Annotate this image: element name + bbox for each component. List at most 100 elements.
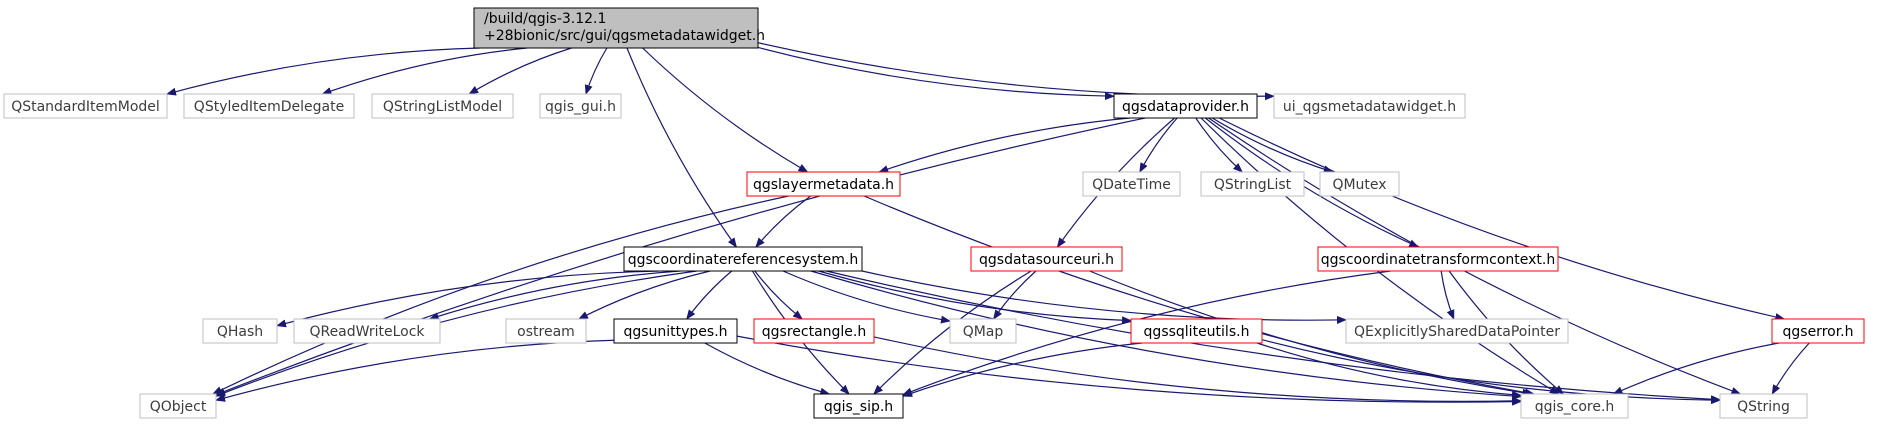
edge-qgsdataprovider-to-qstringlist	[1195, 117, 1243, 173]
edge-qgscoordinatereferencesystem-to-qmap	[782, 270, 951, 324]
node-qstyleditemdelegate-label: QStyledItemDelegate	[194, 99, 344, 115]
node-ui_qgsmetadatawidget-label: ui_qgsmetadatawidget.h	[1283, 99, 1456, 115]
node-qstringlist[interactable]: QStringList	[1200, 171, 1305, 197]
node-qstyleditemdelegate-box	[183, 93, 355, 119]
edge-qgsdataprovider-to-qobject	[215, 117, 1146, 396]
node-qgsdatasourceuri-box	[970, 246, 1123, 272]
node-qobject[interactable]: QObject	[139, 393, 217, 419]
edge-qgscoordinatereferencesystem-to-qobject	[215, 270, 697, 397]
node-qgslayermetadata[interactable]: qgslayermetadata.h	[746, 171, 901, 197]
edge-root-to-qstringlistmodel	[468, 47, 572, 95]
node-qgsrectangle-label: qgsrectangle.h	[762, 324, 866, 340]
edge-root-to-qstandarditemmodel	[166, 47, 480, 96]
edge-qgsdataprovider-to-qgslayermetadata	[878, 117, 1130, 173]
node-qmutex[interactable]: QMutex	[1319, 171, 1400, 197]
node-root: /build/qgis-3.12.1+28bionic/src/gui/qgsm…	[473, 7, 765, 49]
node-qgssqliteutils-box	[1130, 318, 1263, 344]
node-qstyleditemdelegate[interactable]: QStyledItemDelegate	[183, 93, 355, 119]
edge-qgsdatasourceuri-to-qgis_core	[1089, 270, 1533, 397]
edge-qgsdataprovider-to-qgserror	[1218, 117, 1786, 321]
edge-root-to-ui_qgsmetadatawidget	[757, 42, 1275, 101]
node-qgis_sip[interactable]: qgis_sip.h	[813, 393, 904, 419]
node-qobject-box	[139, 393, 217, 419]
edge-qgscoordinatereferencesystem-to-qexplicitlyshareddatapointer	[861, 270, 1347, 324]
node-qgsdatasourceuri[interactable]: qgsdatasourceuri.h	[970, 246, 1123, 272]
node-qstandarditemmodel-label: QStandardItemModel	[11, 99, 160, 115]
node-qdatetime-box	[1082, 171, 1181, 197]
node-qgsrectangle[interactable]: qgsrectangle.h	[753, 318, 875, 344]
node-qgssqliteutils-label: qgssqliteutils.h	[1144, 324, 1250, 340]
edge-qgserror-to-qgis_core	[1612, 342, 1780, 395]
edge-qgsdataprovider-to-qdatetime	[1139, 117, 1178, 173]
node-qgis_core-label: qgis_core.h	[1535, 399, 1615, 415]
node-qmap[interactable]: QMap	[949, 318, 1017, 344]
node-qmutex-box	[1319, 171, 1400, 197]
edge-qgscoordinatereferencesystem-to-qreadwritelock	[428, 270, 681, 321]
node-ostream-box	[505, 318, 587, 344]
edge-qgssqliteutils-to-qstring	[1261, 339, 1721, 405]
node-qgis_sip-box	[813, 393, 904, 419]
node-qstandarditemmodel[interactable]: QStandardItemModel	[3, 93, 168, 119]
node-qgslayermetadata-label: qgslayermetadata.h	[753, 177, 894, 193]
node-qstandarditemmodel-box	[3, 93, 168, 119]
node-qgserror-box	[1771, 318, 1865, 344]
node-qstring[interactable]: QString	[1719, 393, 1808, 419]
edge-qgscoordinatetransformcontext-to-qgis_sip	[902, 270, 1391, 396]
node-root-box	[473, 7, 759, 49]
node-qgsdataprovider-box	[1113, 93, 1258, 119]
node-qdatetime-label: QDateTime	[1092, 177, 1171, 193]
edge-qgsdataprovider-to-qmutex	[1211, 117, 1334, 174]
node-qgsunittypes-label: qgsunittypes.h	[623, 324, 727, 340]
node-qgscoordinatereferencesystem-box	[623, 246, 863, 272]
node-qstringlist-label: QStringList	[1214, 177, 1292, 193]
node-qgsdataprovider[interactable]: qgsdataprovider.h	[1113, 93, 1258, 119]
edge-qgscoordinatereferencesystem-to-qgsunittypes	[686, 270, 733, 320]
edge-qgslayermetadata-to-qgis_core	[863, 195, 1535, 397]
edge-qgsunittypes-to-qgis_sip	[704, 342, 831, 396]
edge-qgslayermetadata-to-qgscoordinatereferencesystem	[755, 195, 811, 248]
root-label-line1: /build/qgis-3.12.1	[484, 11, 606, 27]
node-qgsdataprovider-label: qgsdataprovider.h	[1122, 99, 1249, 115]
nodes-layer: /build/qgis-3.12.1+28bionic/src/gui/qgsm…	[3, 7, 1865, 419]
edge-qgscoordinatetransformcontext-to-qexplicitlyshareddatapointer	[1440, 270, 1455, 320]
edge-root-to-qgsdataprovider	[757, 46, 1115, 101]
edge-root-to-qgslayermetadata	[642, 47, 809, 173]
edge-qgsdataprovider-to-qstring	[1208, 117, 1742, 395]
node-qgis_core[interactable]: qgis_core.h	[1520, 393, 1629, 419]
node-qgscoordinatereferencesystem[interactable]: qgscoordinatereferencesystem.h	[623, 246, 863, 272]
edge-qgscoordinatereferencesystem-to-qstring	[826, 270, 1721, 404]
node-qobject-label: QObject	[150, 399, 207, 415]
edge-qgscoordinatereferencesystem-to-qhash	[276, 270, 660, 328]
node-qgis_sip-label: qgis_sip.h	[824, 399, 893, 415]
node-qgscoordinatetransformcontext-box	[1317, 246, 1559, 272]
edge-qgssqliteutils-to-qgis_core	[1256, 342, 1522, 399]
edge-qgscoordinatereferencesystem-to-qgssqliteutils	[818, 270, 1132, 325]
edge-qgsunittypes-to-qgis_core	[736, 335, 1522, 406]
node-qgserror[interactable]: qgserror.h	[1771, 318, 1865, 344]
node-qhash[interactable]: QHash	[202, 318, 278, 344]
node-qreadwritelock[interactable]: QReadWriteLock	[293, 318, 441, 344]
node-qdatetime[interactable]: QDateTime	[1082, 171, 1181, 197]
edge-qgsdatasourceuri-to-qgis_sip	[873, 270, 1032, 395]
node-qexplicitlyshareddatapointer-label: QExplicitlySharedDataPointer	[1354, 324, 1560, 340]
node-qgis_gui-label: qgis_gui.h	[545, 99, 616, 115]
node-ostream[interactable]: ostream	[505, 318, 587, 344]
node-qmap-label: QMap	[963, 324, 1004, 340]
node-qgscoordinatereferencesystem-label: qgscoordinatereferencesystem.h	[628, 252, 859, 268]
node-qstringlistmodel[interactable]: QStringListModel	[371, 93, 514, 119]
edge-qgsrectangle-to-qgis_core	[873, 336, 1522, 405]
node-qgscoordinatetransformcontext[interactable]: qgscoordinatetransformcontext.h	[1317, 246, 1559, 272]
node-qhash-box	[202, 318, 278, 344]
node-qgis_core-box	[1520, 393, 1629, 419]
edge-qgscoordinatereferencesystem-to-ostream	[577, 270, 711, 320]
node-qexplicitlyshareddatapointer[interactable]: QExplicitlySharedDataPointer	[1345, 318, 1569, 344]
node-qstring-label: QString	[1737, 399, 1790, 415]
node-qgssqliteutils[interactable]: qgssqliteutils.h	[1130, 318, 1263, 344]
node-qgis_gui[interactable]: qgis_gui.h	[539, 93, 622, 119]
node-ui_qgsmetadatawidget[interactable]: ui_qgsmetadatawidget.h	[1273, 93, 1466, 119]
edge-qgscoordinatereferencesystem-to-qgsrectangle	[754, 270, 803, 320]
edge-root-to-qgscoordinatereferencesystem	[626, 47, 737, 248]
node-qgsrectangle-box	[753, 318, 875, 344]
node-qgsunittypes[interactable]: qgsunittypes.h	[613, 318, 738, 344]
